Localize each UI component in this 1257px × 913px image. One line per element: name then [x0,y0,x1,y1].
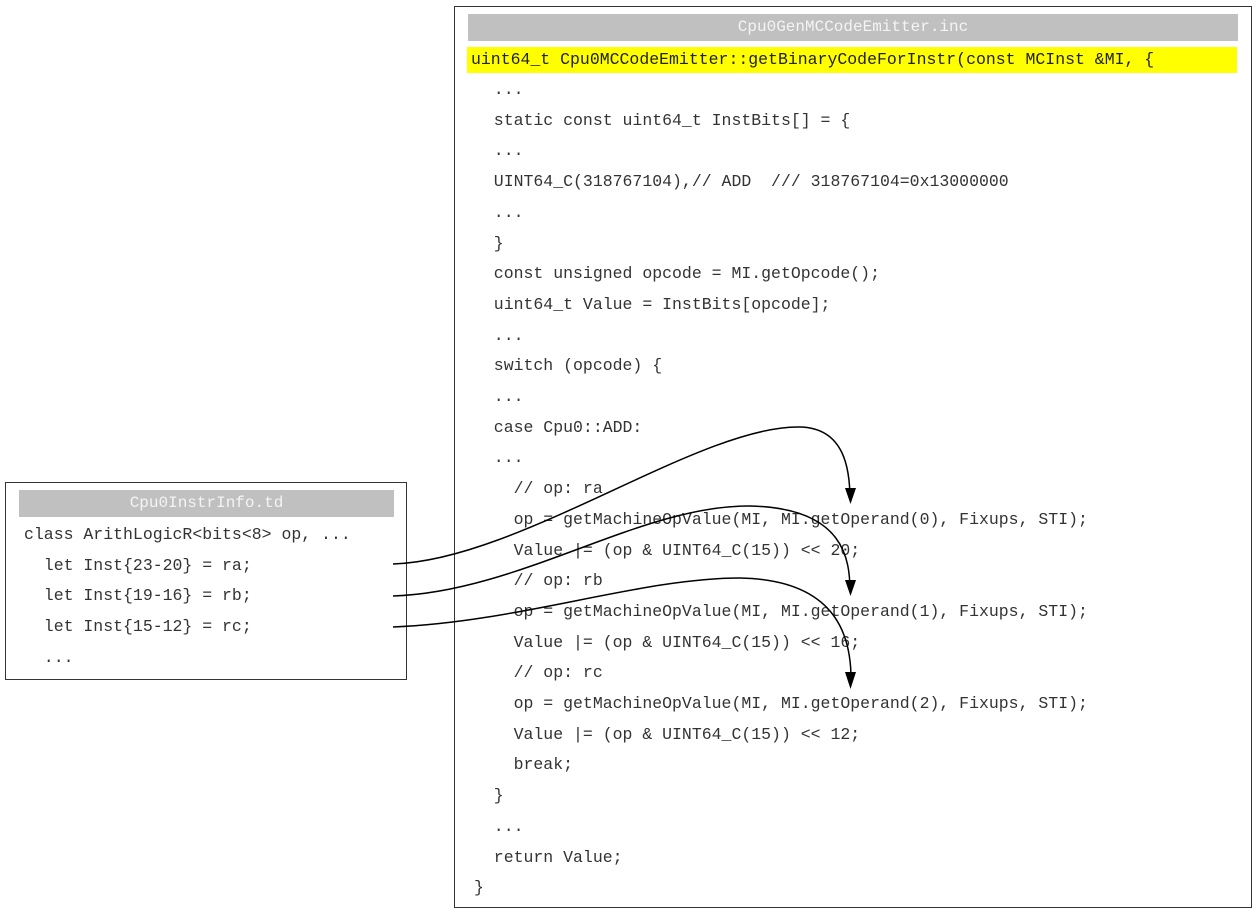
emitter-code-line: UINT64_C(318767104),// ADD /// 318767104… [474,172,1009,192]
instrinfo-code-panel: Cpu0InstrInfo.td [5,482,407,680]
instrinfo-code-line: class ArithLogicR<bits<8> op, ... [24,525,351,544]
emitter-code-line: // op: rb [474,571,603,591]
emitter-code-panel: Cpu0GenMCCodeEmitter.inc uint64_t Cpu0MC… [454,6,1252,908]
emitter-code-line: ... [474,202,524,222]
instrinfo-code-line: let Inst{23-20} = ra; [24,555,252,575]
emitter-code-line: Value |= (op & UINT64_C(15)) << 16; [474,632,861,652]
emitter-code-line: Value |= (op & UINT64_C(15)) << 20; [474,540,861,560]
emitter-code-line: break; [474,755,574,775]
emitter-code-line: ... [474,448,524,468]
emitter-code-line: const unsigned opcode = MI.getOpcode(); [474,264,880,284]
emitter-code-line: switch (opcode) { [474,356,663,376]
emitter-code-line: ... [474,80,524,99]
emitter-code-line: ... [474,325,524,345]
emitter-code-line: // op: rc [474,663,603,683]
emitter-code-line: static const uint64_t InstBits[] = { [474,110,851,130]
emitter-code-line: uint64_t Value = InstBits[opcode]; [474,294,831,314]
emitter-code-line: Value |= (op & UINT64_C(15)) << 12; [474,724,861,744]
emitter-code-line: } [474,233,504,253]
emitter-code-line: } [474,878,484,898]
emitter-code-line: return Value; [474,847,623,867]
instrinfo-code-line: ... [24,647,74,667]
instrinfo-code-line: let Inst{15-12} = rc; [24,617,252,637]
emitter-code-line: case Cpu0::ADD: [474,417,643,437]
emitter-code-line: // op: ra [474,479,603,499]
emitter-code-line: ... [474,816,524,836]
function-signature-highlight: uint64_t Cpu0MCCodeEmitter::getBinaryCod… [467,47,1237,73]
emitter-code-line: op = getMachineOpValue(MI, MI.getOperand… [474,601,1088,621]
emitter-code-line: op = getMachineOpValue(MI, MI.getOperand… [474,694,1088,713]
instrinfo-code-line: let Inst{19-16} = rb; [24,586,252,606]
instrinfo-file-title: Cpu0InstrInfo.td [19,490,394,517]
emitter-code-line: } [474,786,504,806]
emitter-file-title: Cpu0GenMCCodeEmitter.inc [468,14,1238,41]
emitter-code-line: ... [474,141,524,161]
emitter-code-line: ... [474,387,524,406]
emitter-code-line: op = getMachineOpValue(MI, MI.getOperand… [474,509,1088,529]
